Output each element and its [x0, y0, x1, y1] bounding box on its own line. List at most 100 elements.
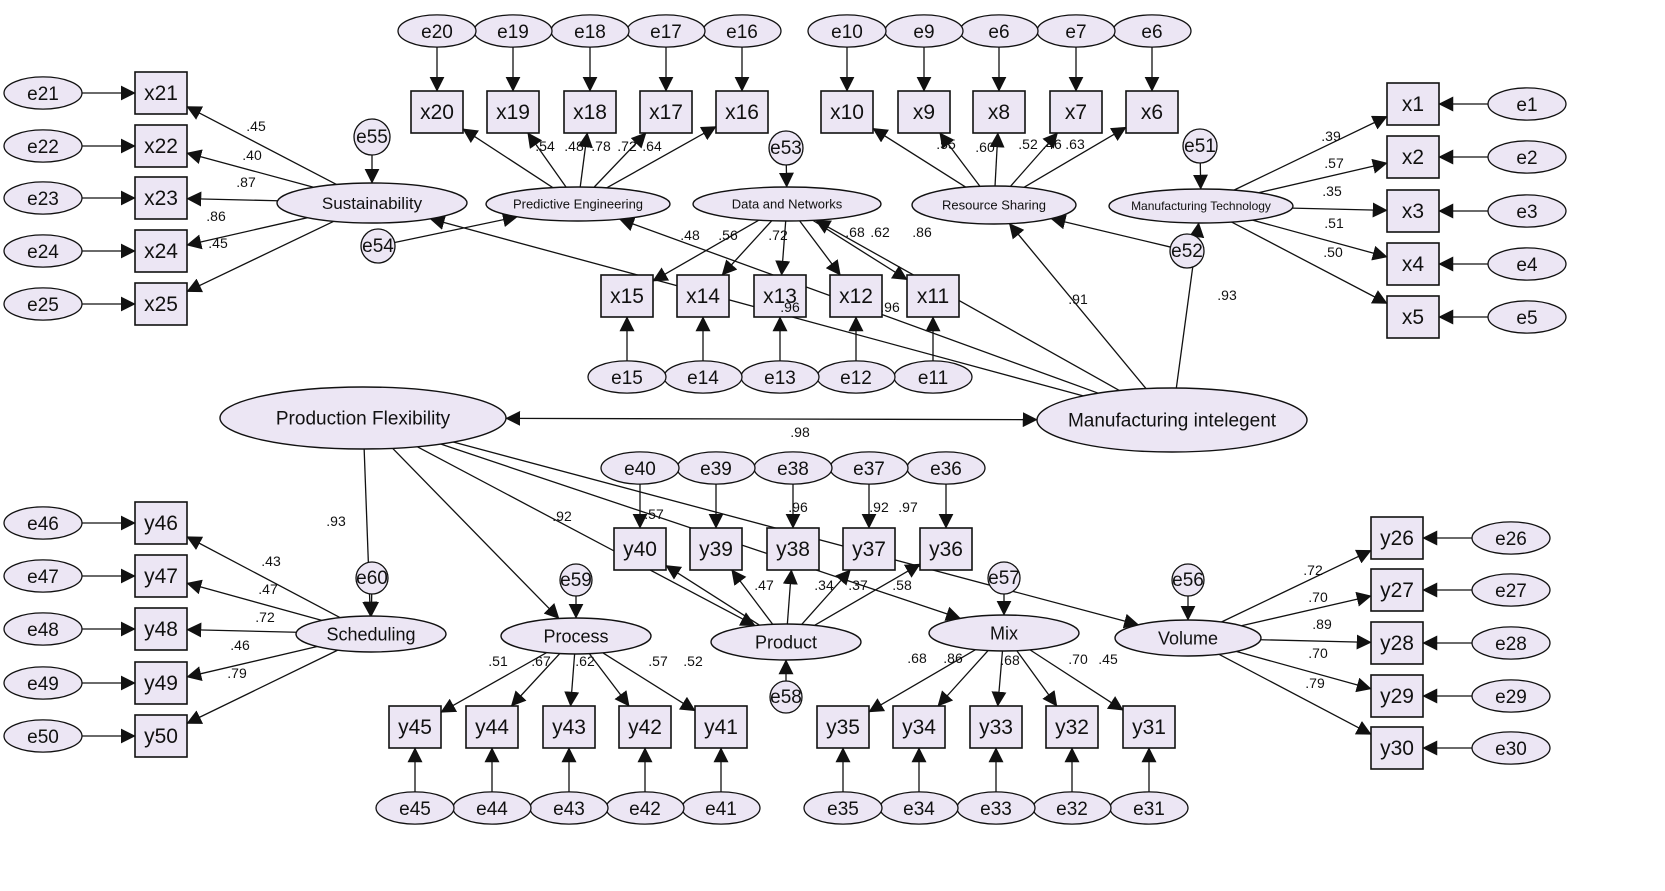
error-ellipse	[3, 287, 83, 321]
loading-coef-y43: .62	[575, 653, 595, 669]
indicator-x22: x22	[134, 124, 188, 168]
error-label: e23	[27, 189, 59, 210]
indicator-box	[1386, 189, 1440, 233]
error-ellipse	[1487, 247, 1567, 281]
loading-coef-x18: .78	[591, 138, 611, 154]
indicator-y34: y34	[892, 705, 946, 749]
error-term-e7: e7	[1036, 14, 1116, 48]
latent-label: Manufacturing Technology	[1131, 199, 1271, 213]
error-label: e5	[1516, 308, 1537, 329]
error-term-e44: e44	[452, 791, 532, 825]
loading-arrow-x17	[593, 132, 647, 188]
error-label: e55	[356, 127, 388, 148]
indicator-box	[766, 527, 820, 571]
edges-layer	[82, 47, 1488, 792]
error-label: e7	[1065, 22, 1086, 43]
loading-arrow-x8	[989, 132, 1005, 187]
loading-arrow-x11	[812, 219, 908, 281]
indicator-label: x2	[1402, 146, 1424, 169]
error-term-e39: e39	[676, 451, 756, 485]
error-term-e54: e54	[360, 228, 396, 264]
path-coef-pf-prc: .92	[552, 508, 572, 524]
error-term-e6a: e6	[959, 14, 1039, 48]
error-label: e30	[1495, 739, 1527, 760]
loading-arrow-x12	[799, 220, 841, 276]
error-ellipse	[807, 14, 887, 48]
error-term-e9: e9	[884, 14, 964, 48]
indicator-box	[919, 527, 973, 571]
indicator-label: x21	[144, 82, 178, 105]
error-label: e25	[27, 295, 59, 316]
error-label: e20	[421, 22, 453, 43]
indicator-x11: x11	[906, 274, 960, 318]
loading-arrow-x15	[652, 219, 760, 282]
error-label: e22	[27, 137, 59, 158]
error-label: e49	[27, 674, 59, 695]
error-term-e48: e48	[3, 612, 83, 646]
indicator-label: y42	[628, 716, 662, 739]
indicator-label: x13	[763, 285, 797, 308]
error-term-e47: e47	[3, 559, 83, 593]
loading-arrow-x9	[939, 132, 981, 187]
indicator-y29: y29	[1370, 674, 1424, 718]
indicator-y38: y38	[766, 527, 820, 571]
loading-coef-x20: .54	[535, 138, 555, 154]
error-term-e27: e27	[1471, 573, 1551, 607]
error-term-e59: e59	[559, 563, 593, 597]
error-term-e45: e45	[375, 791, 455, 825]
error-label: e46	[27, 514, 59, 535]
latent-rs: Resource Sharing	[911, 185, 1077, 225]
indicator-y41: y41	[694, 705, 748, 749]
latent-ellipse	[485, 186, 671, 222]
error-label: e42	[629, 799, 661, 820]
loading-arrow-y40	[665, 565, 760, 626]
error-term-e38: e38	[753, 451, 833, 485]
indicator-y46: y46	[134, 501, 188, 545]
indicator-box	[1049, 90, 1103, 134]
loading-coef-x24: .86	[206, 208, 226, 224]
path-coef-mi-sus: .96	[780, 299, 800, 315]
loading-coef-x8: .52	[1018, 136, 1038, 152]
error-label: e33	[980, 799, 1012, 820]
latent-label: Volume	[1158, 628, 1218, 648]
indicator-x25: x25	[134, 282, 188, 326]
loading-arrow-x23	[186, 191, 278, 207]
error-label: e9	[913, 22, 934, 43]
indicator-label: y48	[144, 618, 178, 641]
latent-pe: Predictive Engineering	[485, 186, 671, 222]
error-label: e37	[853, 459, 885, 480]
indicator-label: y40	[623, 538, 657, 561]
error-label: e59	[560, 570, 592, 591]
error-term-e3: e3	[1487, 194, 1567, 228]
loading-coef-x17: .72	[617, 138, 637, 154]
loading-arrow-x7	[1009, 132, 1058, 187]
indicator-label: x17	[649, 101, 683, 124]
loading-arrow-x21	[186, 105, 337, 186]
error-ellipse	[3, 559, 83, 593]
indicator-box	[134, 501, 188, 545]
error-term-e15: e15	[587, 360, 667, 394]
error-term-e20: e20	[397, 14, 477, 48]
error-label: e57	[988, 568, 1020, 589]
error-term-e30: e30	[1471, 731, 1551, 765]
latent-label: Production Flexibility	[276, 409, 451, 430]
error-term-e49: e49	[3, 666, 83, 700]
latent-ellipse	[500, 617, 652, 655]
indicator-label: x12	[839, 285, 873, 308]
error-term-e5: e5	[1487, 300, 1567, 334]
error-term-e41: e41	[681, 791, 761, 825]
indicator-label: x5	[1402, 306, 1424, 329]
loading-coef-x6: .63	[1065, 136, 1085, 152]
indicator-label: x25	[144, 293, 178, 316]
indicator-x4: x4	[1386, 242, 1440, 286]
loading-arrow-y29	[1236, 650, 1372, 693]
indicator-label: y26	[1380, 527, 1414, 550]
indicator-label: y49	[144, 672, 178, 695]
indicator-x18: x18	[563, 90, 617, 134]
indicator-label: y46	[144, 512, 178, 535]
indicator-box	[906, 274, 960, 318]
error-label: e2	[1516, 148, 1537, 169]
latent-mi: Manufacturing intelegent	[1036, 387, 1308, 453]
error-ellipse	[1471, 679, 1551, 713]
loading-coef-y41: .52	[683, 653, 703, 669]
